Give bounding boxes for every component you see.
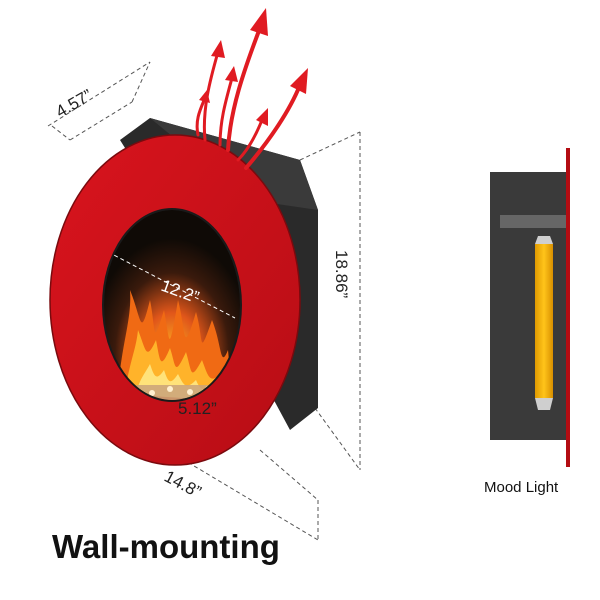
width-label: 14.8” (161, 467, 204, 502)
heat-arrows-icon (195, 8, 308, 170)
mood-light-tube-icon (535, 236, 553, 410)
wall-mounting-caption: Wall-mounting (52, 528, 280, 565)
mood-light-caption: Mood Light (484, 479, 559, 496)
depth-label: 4.57” (53, 85, 96, 121)
inner-offset-label: 5.12” (178, 399, 217, 418)
side-view (490, 148, 570, 467)
fire-window (104, 210, 240, 400)
height-label: 18.86” (332, 250, 351, 299)
